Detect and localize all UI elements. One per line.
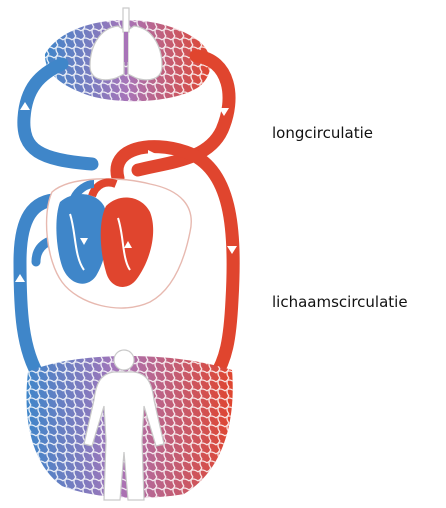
heart [47, 179, 192, 308]
pulmonary-circuit [24, 8, 229, 170]
pulmonary-circulation-label: longcirculatie [272, 124, 373, 142]
systemic-circulation-label: lichaamscirculatie [272, 293, 408, 311]
